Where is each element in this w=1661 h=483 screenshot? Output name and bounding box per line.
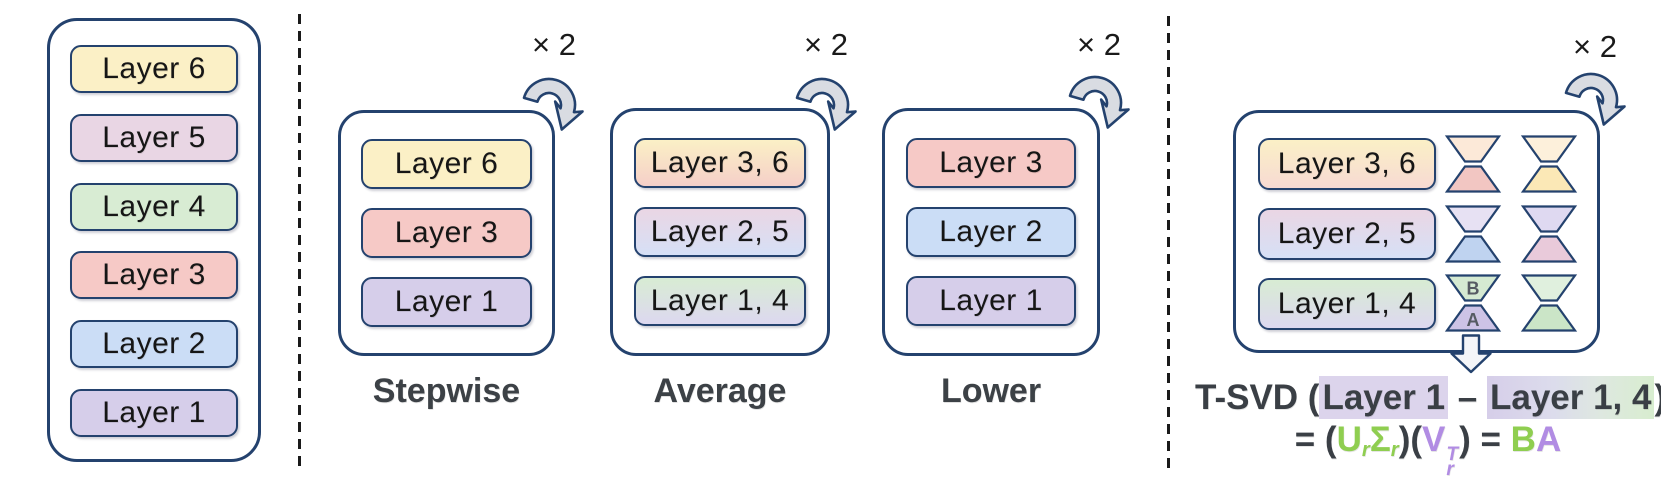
- layer-box: Layer 1, 4: [634, 276, 806, 326]
- repeat-loop-arrow-icon: [1068, 75, 1130, 129]
- svd-bottom-trapezoid: [1520, 304, 1578, 332]
- svd-hourglass: [1520, 205, 1578, 263]
- layer-box: Layer 1: [70, 388, 238, 437]
- formula-prefix: T-SVD (: [1195, 378, 1320, 417]
- layer-box: Layer 3: [906, 138, 1076, 188]
- layer-box: Layer 2, 5: [1258, 208, 1436, 260]
- svd-hourglass: [1444, 135, 1502, 193]
- svd-bottom-trapezoid-a: [1444, 304, 1502, 332]
- svd-top-trapezoid: [1520, 205, 1578, 233]
- formula-separator: –: [1448, 378, 1487, 417]
- layer-box: Layer 2: [906, 207, 1076, 257]
- v-superscript: T: [1446, 443, 1459, 465]
- svd-top-trapezoid: [1520, 135, 1578, 163]
- layer-box: Layer 4: [70, 182, 238, 231]
- layer-box: Layer 3, 6: [1258, 138, 1436, 190]
- layer-box: Layer 6: [70, 45, 238, 93]
- a-matrix: A: [1535, 420, 1562, 459]
- b-matrix: B: [1510, 420, 1536, 459]
- svd-top-trapezoid: [1444, 135, 1502, 163]
- layer-box: Layer 2, 5: [634, 207, 806, 257]
- layer1-highlight: Layer 1: [1319, 376, 1449, 419]
- svd-top-trapezoid: [1444, 205, 1502, 233]
- tsvd-caption: T-SVD (Layer 1 – Layer 1, 4) = (UrΣr)(VT…: [1195, 376, 1661, 481]
- average-multiplier: × 2: [804, 27, 848, 62]
- svd-hourglass: [1444, 205, 1502, 263]
- svd-bottom-trapezoid: [1444, 165, 1502, 193]
- stepwise-multiplier: × 2: [532, 27, 576, 62]
- svd-top-trapezoid-b: [1444, 274, 1502, 302]
- layer-box: Layer 3, 6: [634, 138, 806, 188]
- svd-top-trapezoid: [1520, 274, 1578, 302]
- tsvd-panel: Layer 3, 6 Layer 2, 5 Layer 1, 4 B A: [1233, 110, 1600, 353]
- layer-box: Layer 3: [70, 251, 238, 300]
- svd-bottom-trapezoid: [1520, 235, 1578, 263]
- svd-bottom-trapezoid: [1520, 165, 1578, 193]
- a-matrix-label: A: [1467, 310, 1480, 330]
- dashed-divider-left: [298, 14, 301, 470]
- svd-hourglass-ba: B A: [1444, 274, 1502, 332]
- layer14-highlight: Layer 1, 4: [1486, 376, 1655, 419]
- down-arrow-icon: [1450, 334, 1492, 374]
- close-eq: ) =: [1459, 420, 1511, 459]
- eq-open: = (: [1294, 420, 1337, 459]
- stepwise-panel: Layer 6 Layer 3 Layer 1: [338, 110, 555, 356]
- sigma-subscript: r: [1390, 439, 1399, 462]
- layer-box: Layer 1: [906, 276, 1076, 326]
- v-matrix: V: [1422, 420, 1446, 459]
- repeat-loop-arrow-icon: [1564, 72, 1626, 126]
- lower-panel: Layer 3 Layer 2 Layer 1: [882, 108, 1100, 356]
- layer-box: Layer 2: [70, 320, 238, 369]
- layer-box: Layer 5: [70, 113, 238, 162]
- layer-box: Layer 6: [361, 139, 532, 189]
- v-subscript: r: [1446, 459, 1454, 481]
- layer-box: Layer 3: [361, 208, 532, 258]
- formula-suffix: ): [1654, 378, 1661, 417]
- b-matrix-label: B: [1467, 279, 1480, 299]
- sigma-matrix: Σ: [1369, 420, 1391, 459]
- svd-hourglass: [1520, 135, 1578, 193]
- mid-parens: )(: [1398, 420, 1422, 459]
- full-model-panel: Layer 6 Layer 5 Layer 4 Layer 3 Layer 2 …: [47, 18, 261, 462]
- tsvd-multiplier: × 2: [1573, 29, 1617, 64]
- u-matrix: U: [1336, 420, 1362, 459]
- repeat-loop-arrow-icon: [795, 77, 857, 131]
- layer-box: Layer 1: [361, 277, 532, 327]
- layer-box: Layer 1, 4: [1258, 278, 1436, 330]
- tsvd-formula-line1: T-SVD (Layer 1 – Layer 1, 4): [1195, 376, 1661, 419]
- lower-label: Lower: [940, 372, 1042, 410]
- average-label: Average: [653, 372, 787, 410]
- stepwise-label: Stepwise: [372, 372, 521, 410]
- svd-hourglass: [1520, 274, 1578, 332]
- u-subscript: r: [1361, 439, 1370, 462]
- lower-multiplier: × 2: [1077, 27, 1121, 62]
- average-panel: Layer 3, 6 Layer 2, 5 Layer 1, 4: [610, 108, 830, 356]
- svd-bottom-trapezoid: [1444, 235, 1502, 263]
- dashed-divider-right: [1167, 16, 1170, 468]
- repeat-loop-arrow-icon: [522, 77, 584, 131]
